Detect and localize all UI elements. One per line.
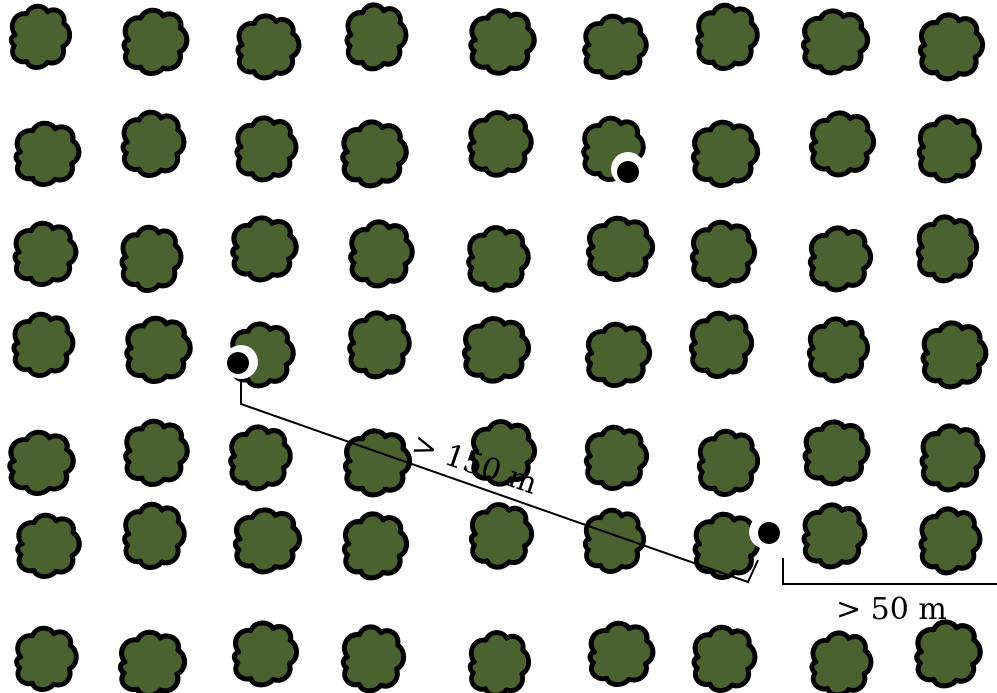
tree-crown-icon <box>920 15 982 79</box>
tree-crown-icon <box>465 319 529 382</box>
tree-crown-icon <box>589 218 653 279</box>
tree-crown-icon <box>347 5 406 69</box>
tree-crown-icon <box>14 314 73 375</box>
tree-crown-icon <box>694 627 755 690</box>
tree-crown-icon <box>470 633 528 693</box>
tree-crown-icon <box>812 633 871 693</box>
tree-crown-icon <box>810 228 870 290</box>
tree-crown-icon <box>16 123 79 184</box>
tree-crown-icon <box>125 504 185 567</box>
tree-crown-icon <box>917 622 980 686</box>
tree-crown-icon <box>921 509 980 573</box>
tree-crown-icon <box>692 222 754 285</box>
tree-crown-icon <box>127 318 190 381</box>
tree-crown-icon <box>350 313 410 377</box>
tree-crown-icon <box>343 122 406 186</box>
tree-crown-icon <box>237 118 296 180</box>
tree-crown-icon <box>804 505 865 567</box>
tree-crown-icon <box>351 222 413 286</box>
tree-crown-icon <box>124 10 187 73</box>
tree-crown-icon <box>469 228 529 291</box>
tree-crown-icon <box>233 218 296 280</box>
tree-crown-icon <box>18 515 80 576</box>
tree-crown-icon <box>15 223 76 284</box>
tree-crown-icon <box>238 16 299 78</box>
tree-grid <box>10 5 986 693</box>
tree-crown-icon <box>809 319 867 381</box>
tree-crown-icon <box>10 432 73 493</box>
tree-crown-icon <box>122 227 181 290</box>
tree-crown-icon <box>471 11 534 74</box>
tree-crown-icon <box>471 505 531 568</box>
tree-crown-icon <box>470 113 532 176</box>
tree-crown-icon <box>343 627 403 691</box>
tree-crown-icon <box>123 112 184 175</box>
tree-crown-icon <box>585 510 643 571</box>
tree-crown-icon <box>590 623 653 684</box>
sample-point-marker <box>749 515 783 549</box>
tree-crown-icon <box>585 16 647 77</box>
tree-crown-icon <box>11 6 69 67</box>
tree-crown-icon <box>922 426 983 490</box>
tree-crown-icon <box>811 113 873 175</box>
short-distance-label: > 50 m <box>836 592 947 627</box>
tree-crown-icon <box>699 431 757 494</box>
tree-crown-icon <box>346 431 410 495</box>
tree-crown-icon <box>344 514 406 578</box>
tree-crown-icon <box>694 122 758 185</box>
tree-crown-icon <box>17 628 77 689</box>
sample-point-marker <box>224 345 258 379</box>
tree-crown-icon <box>804 11 868 73</box>
tree-crown-icon <box>126 421 188 484</box>
tree-crown-icon <box>919 117 979 181</box>
tree-crown-icon <box>236 510 300 572</box>
tree-crown-icon <box>923 323 986 387</box>
tree-crown-icon <box>231 427 291 489</box>
tree-crown-icon <box>586 427 646 488</box>
sample-point-marker <box>611 152 645 186</box>
tree-crown-icon <box>234 623 296 685</box>
tree-crown-icon <box>695 514 758 577</box>
tree-crown-icon <box>121 632 185 693</box>
tree-crown-icon <box>587 324 649 385</box>
tree-crown-icon <box>918 217 976 281</box>
tree-crown-icon <box>691 313 751 376</box>
tree-crown-icon <box>698 5 758 68</box>
tree-crown-icon <box>805 422 868 484</box>
